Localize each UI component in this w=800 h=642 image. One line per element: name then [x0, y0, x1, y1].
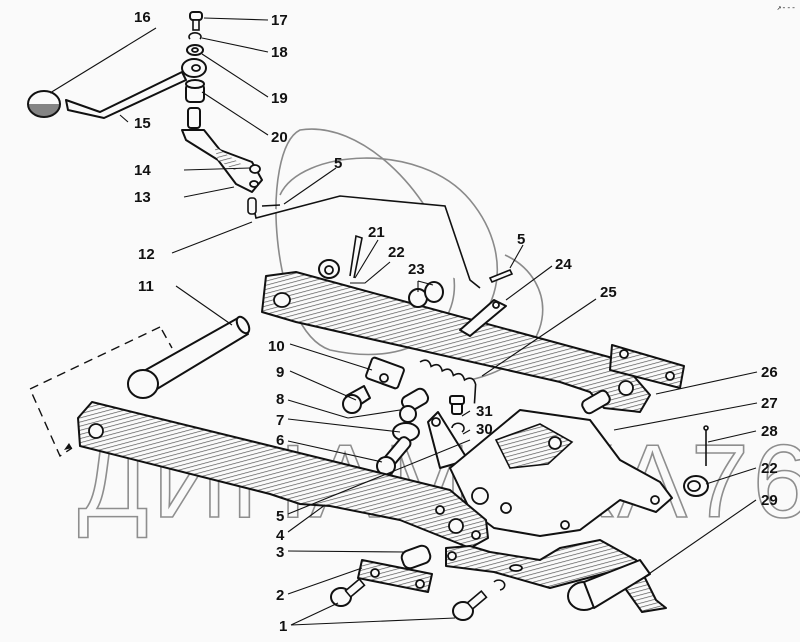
- callout-6: 6: [276, 432, 284, 449]
- callout-21: 21: [368, 224, 385, 241]
- bracket: [181, 107, 263, 193]
- callout-22-lower: 22: [761, 460, 778, 477]
- callout-16: 16: [134, 9, 151, 26]
- callout-13: 13: [134, 189, 151, 206]
- lever-rod: [65, 71, 187, 119]
- callout-5-cotter: 5: [517, 231, 525, 248]
- small-parts-upper: [318, 234, 507, 337]
- callout-31: 31: [476, 403, 493, 420]
- control-rod: [247, 195, 514, 289]
- callout-10: 10: [268, 338, 285, 355]
- callout-22-upper: 22: [388, 244, 405, 261]
- watermark-swirl-3: [469, 254, 544, 381]
- callout-5-rod: 5: [334, 155, 342, 172]
- callout-26: 26: [761, 364, 778, 381]
- callout-2: 2: [276, 587, 284, 604]
- callout-27: 27: [761, 395, 778, 412]
- callout-30: 30: [476, 421, 493, 438]
- callout-labels: 16 17 18 19 15 20 5 14 13 21 5 12 22 23 …: [134, 9, 778, 635]
- assembly-path-dashed: [29, 326, 173, 458]
- callout-20: 20: [271, 129, 288, 146]
- callout-19: 19: [271, 90, 288, 107]
- callout-3: 3: [276, 544, 284, 561]
- control-lever-handle: [27, 58, 207, 119]
- callout-23: 23: [408, 261, 425, 278]
- leader-lines: [49, 17, 758, 626]
- callout-29: 29: [761, 492, 778, 509]
- callout-9: 9: [276, 364, 284, 381]
- upper-lift-arm: [261, 271, 685, 415]
- drawbar-bracket: [445, 425, 709, 613]
- callout-24: 24: [555, 256, 572, 273]
- top-fasteners: [186, 11, 204, 56]
- callout-15: 15: [134, 115, 151, 132]
- callout-12: 12: [138, 246, 155, 263]
- lower-lift-arm: [77, 401, 489, 549]
- callout-5-arm: 5: [276, 508, 284, 525]
- linkage-parts: [342, 356, 477, 476]
- bottom-fasteners: [330, 544, 506, 621]
- pin: [127, 315, 251, 399]
- callout-8: 8: [276, 391, 284, 408]
- hitch-body: [449, 409, 673, 537]
- callout-17: 17: [271, 12, 288, 29]
- callout-1: 1: [279, 618, 287, 635]
- callout-14: 14: [134, 162, 151, 179]
- callout-28: 28: [761, 423, 778, 440]
- callout-4: 4: [276, 527, 285, 544]
- callout-11: 11: [138, 278, 154, 295]
- callout-7: 7: [276, 412, 284, 429]
- callout-25: 25: [600, 284, 617, 301]
- corner-mark: ↗---: [776, 3, 796, 12]
- callout-18: 18: [271, 44, 288, 61]
